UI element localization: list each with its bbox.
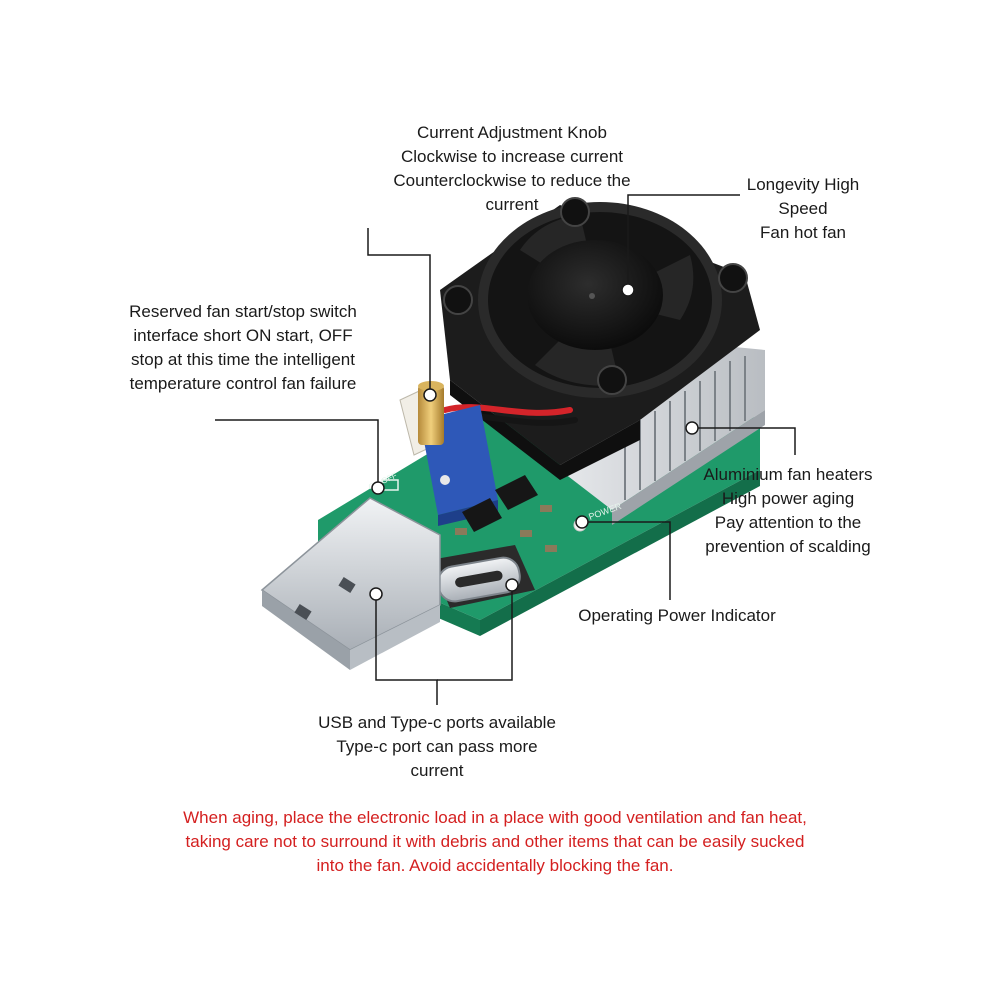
callout-heatsink-line-1: Aluminium fan heaters [703, 465, 873, 484]
callout-knob-line-2: Clockwise to increase current [400, 147, 624, 166]
usb-a-port [260, 497, 441, 670]
typec-port [430, 545, 535, 608]
fan-leader [627, 194, 740, 290]
heatsink-leader [692, 427, 796, 455]
callout-heatsink-line-2: High power aging [721, 489, 855, 508]
callout-ports-line-2: Type-c port can pass more [336, 737, 538, 756]
callout-switch-line-2: interface short ON start, OFF [133, 326, 353, 345]
callout-heatsink-line-4: prevention of scalding [705, 537, 871, 556]
warning-line-3: into the fan. Avoid accidentally blockin… [316, 856, 674, 875]
indicator-leader [582, 521, 671, 600]
callout-ports: USB and Type-c ports available Type-c po… [297, 711, 577, 783]
callout-heatsink-line-3: Pay attention to the [714, 513, 862, 532]
warning-line-2: taking care not to surround it with debr… [185, 832, 805, 851]
switch-leader [215, 419, 379, 488]
callout-fan: Longevity High Speed Fan hot fan [738, 173, 868, 245]
callout-switch-line-4: temperature control fan failure [129, 374, 357, 393]
callout-heatsink: Aluminium fan heaters High power aging P… [688, 463, 888, 559]
leader-lines [215, 194, 796, 705]
callout-ports-line-3: current [410, 761, 464, 780]
callout-fan-line-2: Speed [778, 199, 828, 218]
cooling-fan [440, 197, 760, 480]
ventilation-warning: When aging, place the electronic load in… [0, 806, 990, 878]
callout-fan-line-3: Fan hot fan [759, 223, 846, 242]
callout-power-indicator: Operating Power Indicator [562, 604, 792, 628]
callout-knob-line-4: current [485, 195, 539, 214]
leader-dots [369, 283, 699, 601]
callout-knob-line-3: Counterclockwise to reduce the [393, 171, 631, 190]
ports-leader-typec [437, 585, 513, 681]
ports-leader [375, 594, 438, 705]
callout-indicator-line-1: Operating Power Indicator [578, 606, 776, 625]
knob-leader [367, 228, 431, 395]
callout-fan-switch: Reserved fan start/stop switch interface… [108, 300, 378, 396]
fan-hub [527, 240, 663, 350]
warning-line-1: When aging, place the electronic load in… [183, 808, 807, 827]
callout-knob-line-1: Current Adjustment Knob [417, 123, 607, 142]
callout-switch-line-3: stop at this time the intelligent [131, 350, 355, 369]
callout-ports-line-1: USB and Type-c ports available [318, 713, 556, 732]
callout-switch-line-1: Reserved fan start/stop switch [129, 302, 357, 321]
fan-screws [443, 197, 748, 395]
callout-fan-line-1: Longevity High [746, 175, 860, 194]
